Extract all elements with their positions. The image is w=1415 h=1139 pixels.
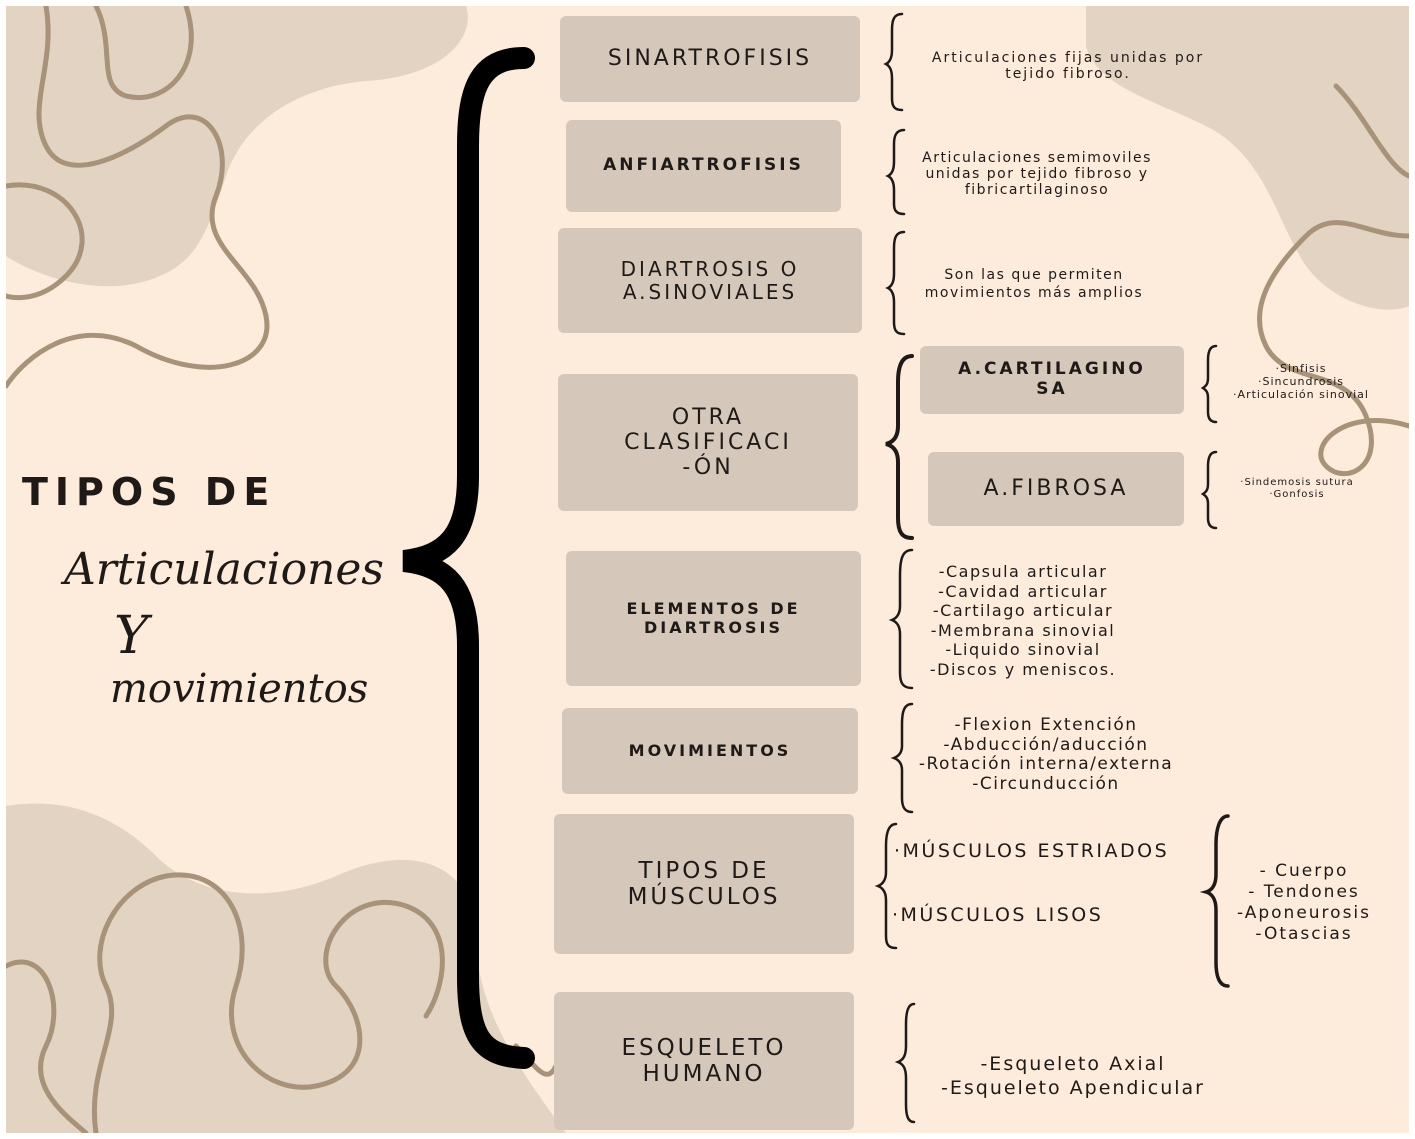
box-sinartrofisis: SINARTROFISIS [560, 16, 860, 102]
background-squiggles [6, 6, 1409, 1133]
infographic-canvas: TIPOS DE Articulaciones Y movimientos SI… [6, 6, 1409, 1133]
desc-diartrosis: Son las que permiten movimientos más amp… [924, 267, 1144, 301]
subdesc-cartilaginosa: ·Sinfisis ·Sincundrosis ·Articulación si… [1233, 362, 1369, 401]
subdesc-fibrosa: ·Sindemosis sutura ·Gonfosis [1240, 477, 1354, 500]
background-decoration [6, 6, 1409, 1133]
desc-esqueleto: -Esqueleto Axial -Esqueleto Apendicular [941, 1053, 1205, 1099]
desc-anfiartrofisis: Articulaciones semimoviles unidas por te… [922, 150, 1152, 198]
main-brace [402, 47, 535, 1069]
title-tipos-de: TIPOS DE [22, 470, 277, 514]
box-esqueleto-humano: ESQUELETO HUMANO [554, 992, 854, 1130]
box-otra-clasificacion: OTRA CLASIFICACI -ÓN [558, 374, 858, 511]
title-script-movimientos: movimientos [110, 666, 369, 712]
box-a-fibrosa: A.FIBROSA [928, 452, 1184, 526]
desc-elementos: -Capsula articular -Cavidad articular -C… [929, 562, 1117, 679]
muscle-striated: ·MÚSCULOS ESTRIADOS [894, 840, 1170, 862]
desc-movimientos: -Flexion Extención -Abducción/aducción -… [918, 715, 1174, 794]
box-a-cartilaginosa: A.CARTILAGINO SA [920, 346, 1184, 414]
desc-sinartrofisis: Articulaciones fijas unidas por tejido f… [931, 50, 1205, 82]
box-tipos-musculos: TIPOS DE MÚSCULOS [554, 814, 854, 954]
box-anfiartrofisis: ANFIARTROFISIS [566, 120, 841, 212]
box-elementos-diartrosis: ELEMENTOS DE DIARTROSIS [566, 551, 861, 686]
title-script-articulaciones: Articulaciones [64, 544, 385, 595]
muscle-parts: - Cuerpo - Tendones -Aponeurosis -Otasci… [1236, 861, 1372, 944]
box-diartrosis: DIARTROSIS O A.SINOVIALES [558, 228, 862, 333]
muscle-smooth: ·MÚSCULOS LISOS [892, 904, 1104, 926]
title-script-y: Y [114, 606, 149, 666]
box-movimientos: MOVIMIENTOS [562, 708, 858, 794]
small-braces [874, 12, 1230, 1124]
